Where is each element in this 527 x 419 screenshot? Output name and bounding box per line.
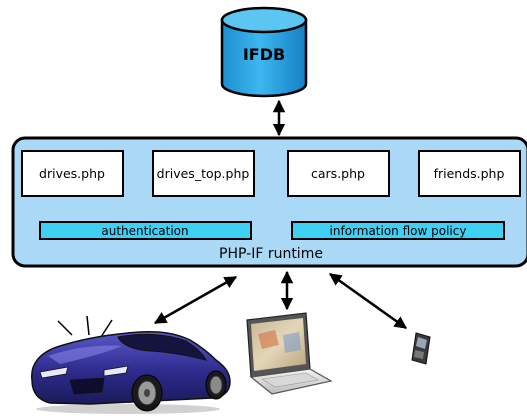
script-drives-top: drives_top.php [152, 150, 255, 197]
script-friends: friends.php [418, 150, 521, 197]
script-label: drives.php [39, 166, 105, 181]
script-drives: drives.php [21, 150, 124, 197]
script-label: cars.php [311, 166, 365, 181]
information-flow-policy-layer: information flow policy [291, 221, 505, 240]
mobile-phone-icon [411, 332, 431, 365]
script-label: friends.php [434, 166, 505, 181]
layer-label: authentication [101, 224, 188, 238]
layer-label: information flow policy [330, 224, 467, 238]
laptop-icon [246, 312, 333, 395]
runtime-label: PHP-IF runtime [219, 246, 323, 262]
script-label: drives_top.php [157, 166, 250, 181]
database: IFDB [220, 6, 308, 98]
php-if-runtime: drives.php drives_top.php cars.php frien… [11, 136, 527, 268]
car-arrow [153, 275, 238, 325]
car-icon [31, 315, 231, 414]
script-cars: cars.php [287, 150, 390, 197]
authentication-layer: authentication [39, 221, 252, 240]
phone-arrow [328, 272, 408, 330]
database-label: IFDB [243, 45, 285, 64]
